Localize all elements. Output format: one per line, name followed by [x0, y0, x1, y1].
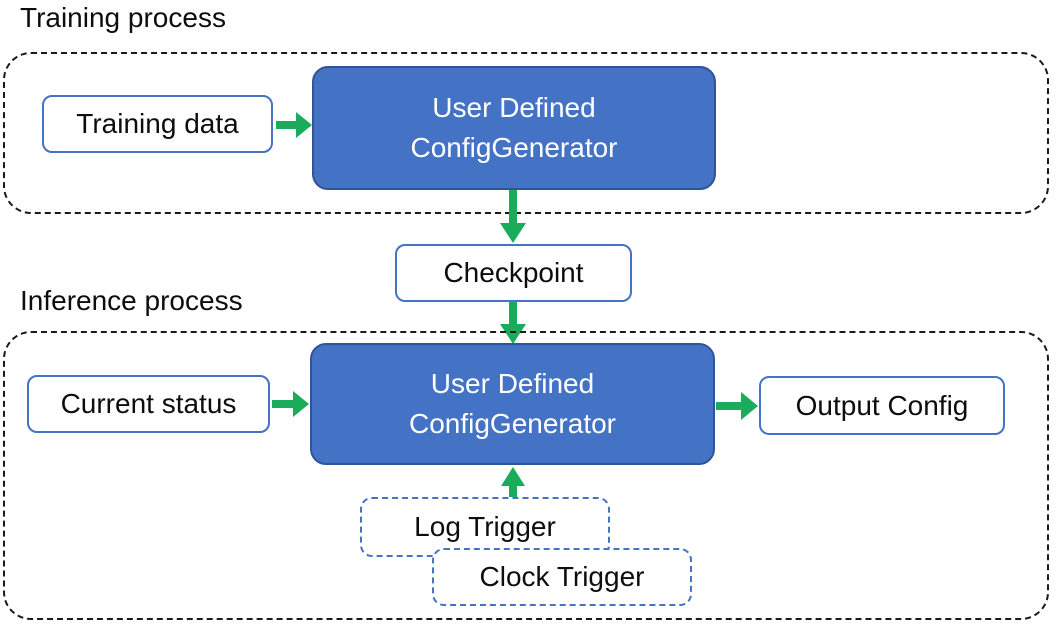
inference-config-generator-line2: ConfigGenerator	[408, 408, 616, 439]
output-config-label: Output Config	[795, 389, 969, 421]
training-data-box: Training data	[42, 95, 273, 153]
arrow-down-checkpoint-to-generator	[500, 301, 526, 344]
training-config-generator-box: User Defined ConfigGenerator	[312, 66, 716, 190]
arrow-right-generator-to-output	[716, 392, 758, 420]
arrow-right-current-status-to-generator	[272, 391, 309, 417]
checkpoint-box: Checkpoint	[395, 244, 632, 302]
checkpoint-label: Checkpoint	[443, 257, 584, 288]
inference-config-generator-box: User Defined ConfigGenerator	[310, 343, 715, 465]
training-process-label: Training process	[20, 2, 226, 33]
inference-process-container	[3, 331, 1049, 620]
training-data-label: Training data	[76, 108, 239, 139]
clock-trigger-box: Clock Trigger	[432, 548, 692, 606]
arrow-down-generator-to-checkpoint	[500, 190, 526, 243]
training-config-generator-line1: User Defined	[432, 92, 596, 123]
arrow-right-training-data-to-generator	[276, 112, 312, 138]
training-config-generator-line2: ConfigGenerator	[410, 132, 618, 163]
log-trigger-label: Log Trigger	[414, 511, 556, 542]
training-process-container	[3, 52, 1049, 214]
log-trigger-box: Log Trigger	[360, 497, 610, 557]
current-status-box: Current status	[27, 375, 270, 433]
arrow-up-triggers-to-generator	[501, 467, 525, 497]
inference-process-label: Inference process	[20, 285, 243, 316]
current-status-label: Current status	[60, 388, 237, 419]
clock-trigger-label: Clock Trigger	[479, 561, 645, 592]
output-config-box: Output Config	[759, 376, 1005, 435]
inference-config-generator-line1: User Defined	[430, 368, 595, 399]
